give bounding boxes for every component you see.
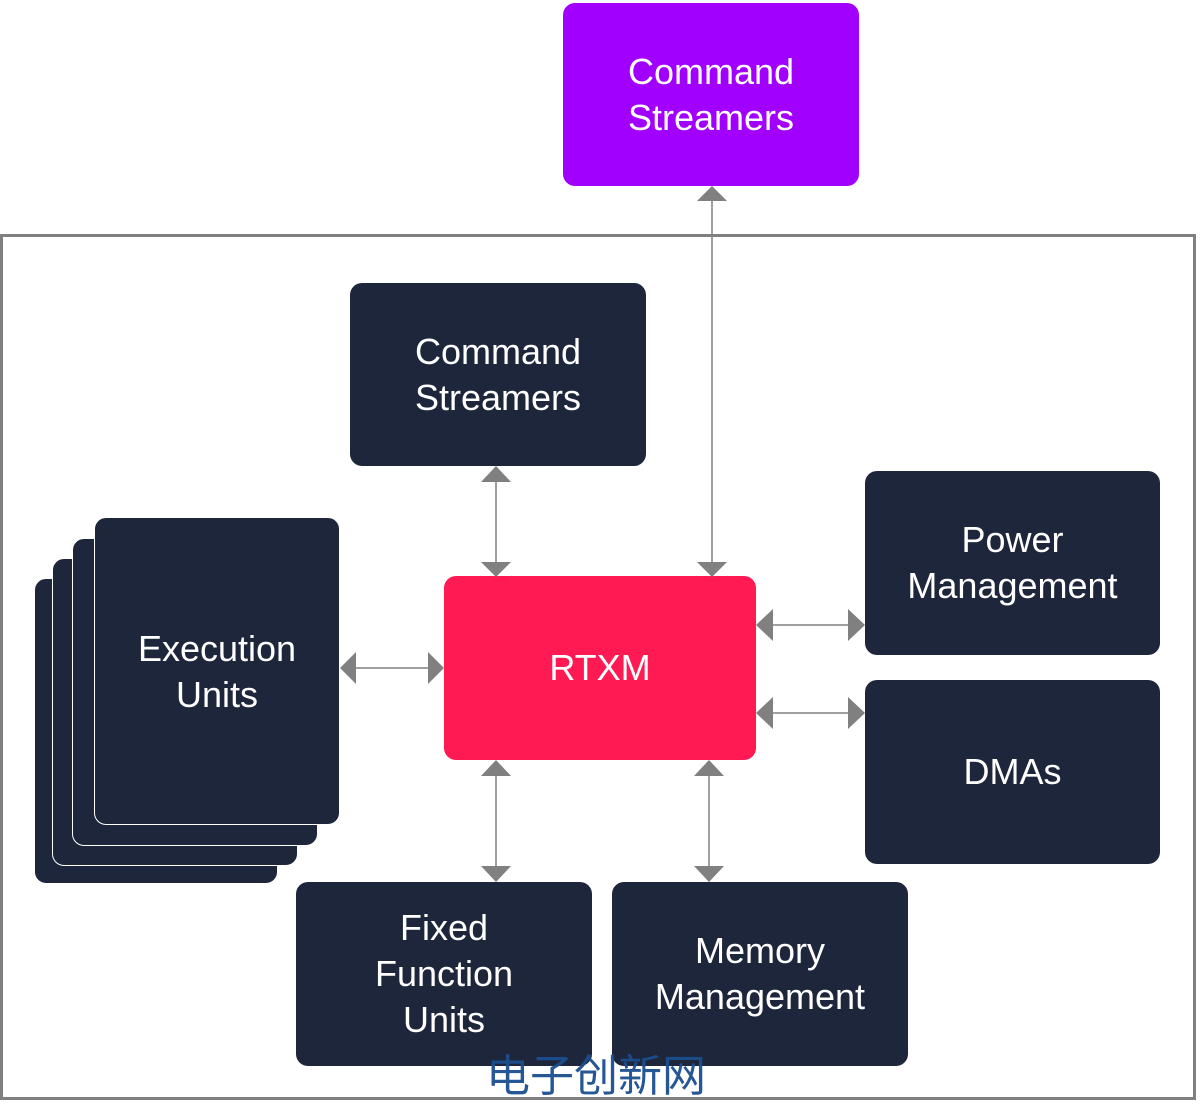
rtxm-label: RTXM — [549, 647, 651, 688]
execution-units-block: Execution Units — [94, 517, 340, 825]
dmas-block: DMAs — [865, 680, 1160, 864]
power-management-label: Power Management — [907, 519, 1118, 606]
watermark: 电子创新网 — [486, 1051, 706, 1102]
command-streamers-block: Command Streamers — [350, 283, 646, 466]
rtxm-block: RTXM — [444, 576, 756, 760]
memory-management-block: Memory Management — [612, 882, 908, 1066]
execution-units-label: Execution Units — [137, 628, 297, 715]
external-command-streamers-block: Command Streamers — [563, 3, 859, 186]
gpu-boundary-frame — [0, 234, 1196, 1100]
dmas-label: DMAs — [963, 751, 1062, 792]
power-management-block: Power Management — [865, 471, 1160, 655]
command-streamers-label: Command Streamers — [414, 330, 582, 418]
memory-management-label: Memory Management — [654, 930, 866, 1017]
external-command-streamers-label: Command Streamers — [627, 50, 795, 138]
fixed-function-units-label: Fixed Function Units — [374, 907, 514, 1040]
fixed-function-units-block: Fixed Function Units — [296, 882, 592, 1066]
